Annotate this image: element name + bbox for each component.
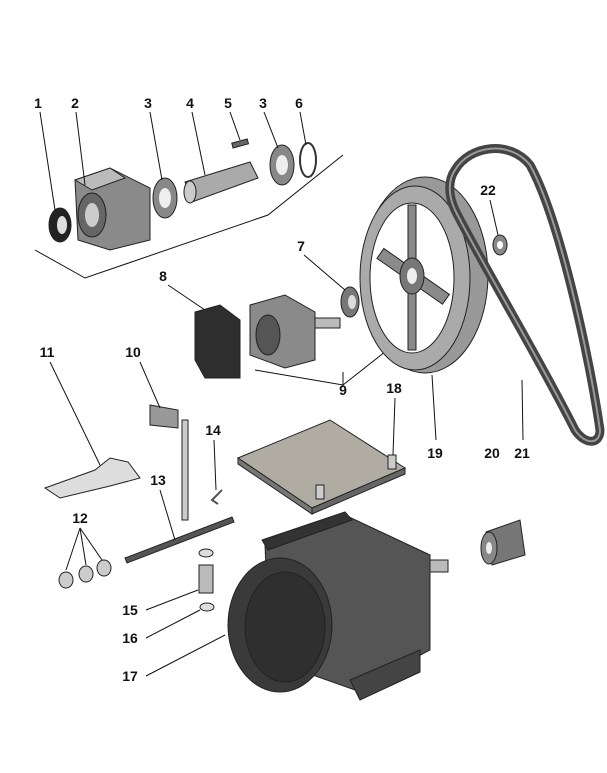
part-10-bracket — [149, 404, 189, 521]
callout-3-left: 3 — [144, 95, 152, 111]
part-11-lever — [43, 457, 141, 499]
callout-3-right: 3 — [259, 95, 267, 111]
callout-6: 6 — [295, 95, 303, 111]
callout-8: 8 — [159, 268, 167, 284]
part-18-base-plate — [236, 419, 407, 515]
callout-2: 2 — [71, 95, 79, 111]
callout-13: 13 — [150, 472, 166, 488]
callout-22: 22 — [480, 182, 496, 198]
part-14-pin — [210, 489, 223, 505]
callout-5: 5 — [224, 95, 232, 111]
callout-1: 1 — [34, 95, 42, 111]
callout-19: 19 — [427, 445, 443, 461]
callout-18: 18 — [386, 380, 402, 396]
part-22-washer — [492, 234, 508, 256]
callout-15: 15 — [122, 602, 138, 618]
part-13-rod — [124, 516, 235, 564]
part-15-spring — [198, 548, 214, 594]
callout-21: 21 — [514, 445, 530, 461]
callout-9: 9 — [339, 382, 347, 398]
callout-11: 11 — [40, 344, 55, 360]
part-8-end-cover — [194, 304, 241, 379]
callout-20: 20 — [484, 445, 500, 461]
part-3-bearing-right — [269, 144, 295, 186]
callout-17: 17 — [122, 668, 138, 684]
part-19-pulley — [359, 176, 489, 374]
callout-4: 4 — [186, 95, 194, 111]
part-7-hub — [340, 286, 360, 318]
part-17-electric-motor — [227, 511, 449, 701]
part-5-key — [231, 138, 250, 149]
part-3-bearing-left — [152, 177, 178, 219]
callout-16: 16 — [122, 630, 138, 646]
part-4-shaft — [183, 161, 259, 204]
callout-14: 14 — [205, 422, 221, 438]
leader-lines — [39, 111, 524, 677]
assembly-bracket — [34, 154, 344, 279]
part-2-bearing-housing — [73, 167, 151, 251]
callout-7: 7 — [297, 238, 305, 254]
part-6-circlip — [299, 142, 317, 178]
callout-10: 10 — [125, 344, 141, 360]
part-20-motor-pulley — [480, 519, 526, 566]
part-21-v-belt — [445, 144, 605, 446]
part-1-seal — [48, 207, 72, 243]
callout-12: 12 — [72, 510, 88, 526]
part-9-housing-assembly — [249, 294, 341, 369]
part-12-nuts — [58, 559, 112, 589]
part-16-washer — [199, 602, 215, 612]
